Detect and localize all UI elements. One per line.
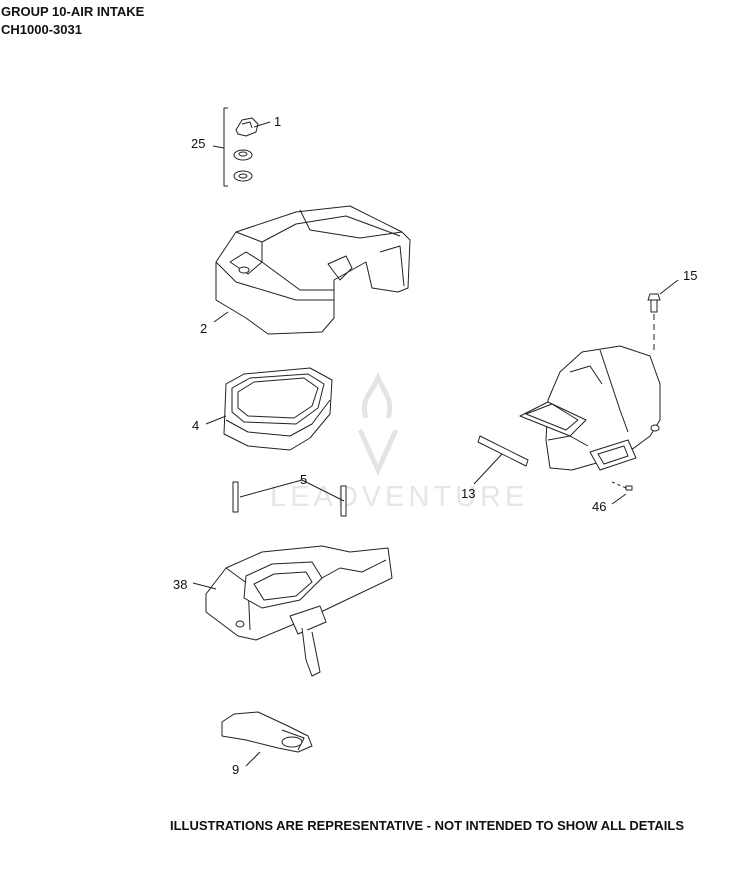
part-4-air-filter: [223, 367, 333, 451]
callout-5: 5: [300, 472, 307, 487]
group-title: GROUP 10-AIR INTAKE: [1, 4, 145, 19]
callout-4: 4: [192, 418, 199, 433]
callout-9: 9: [232, 762, 239, 777]
intake-housing: [519, 345, 661, 471]
watermark-logo: [357, 371, 399, 477]
part-25-washers: [233, 149, 253, 182]
callout-15: 15: [683, 268, 697, 283]
part-25-kit-bracket: [223, 107, 228, 187]
callout-25: 25: [191, 136, 205, 151]
leader-lines: [192, 121, 679, 767]
part-38-air-cleaner-base: [205, 545, 393, 677]
callout-1: 1: [274, 114, 281, 129]
part-13-gasket-strip: [477, 435, 529, 467]
part-2-cover: [215, 205, 411, 335]
callout-38: 38: [173, 577, 187, 592]
part-1-knob: [235, 117, 259, 137]
callout-2: 2: [200, 321, 207, 336]
watermark-text: LEADVENTURE: [270, 481, 528, 513]
part-15-screw: [647, 293, 661, 350]
part-9-intake-elbow: [221, 711, 313, 753]
model-number: CH1000-3031: [1, 22, 82, 37]
part-46-pin: [611, 481, 633, 491]
callout-46: 46: [592, 499, 606, 514]
callout-13: 13: [461, 486, 475, 501]
disclaimer-footer: ILLUSTRATIONS ARE REPRESENTATIVE - NOT I…: [170, 818, 684, 833]
